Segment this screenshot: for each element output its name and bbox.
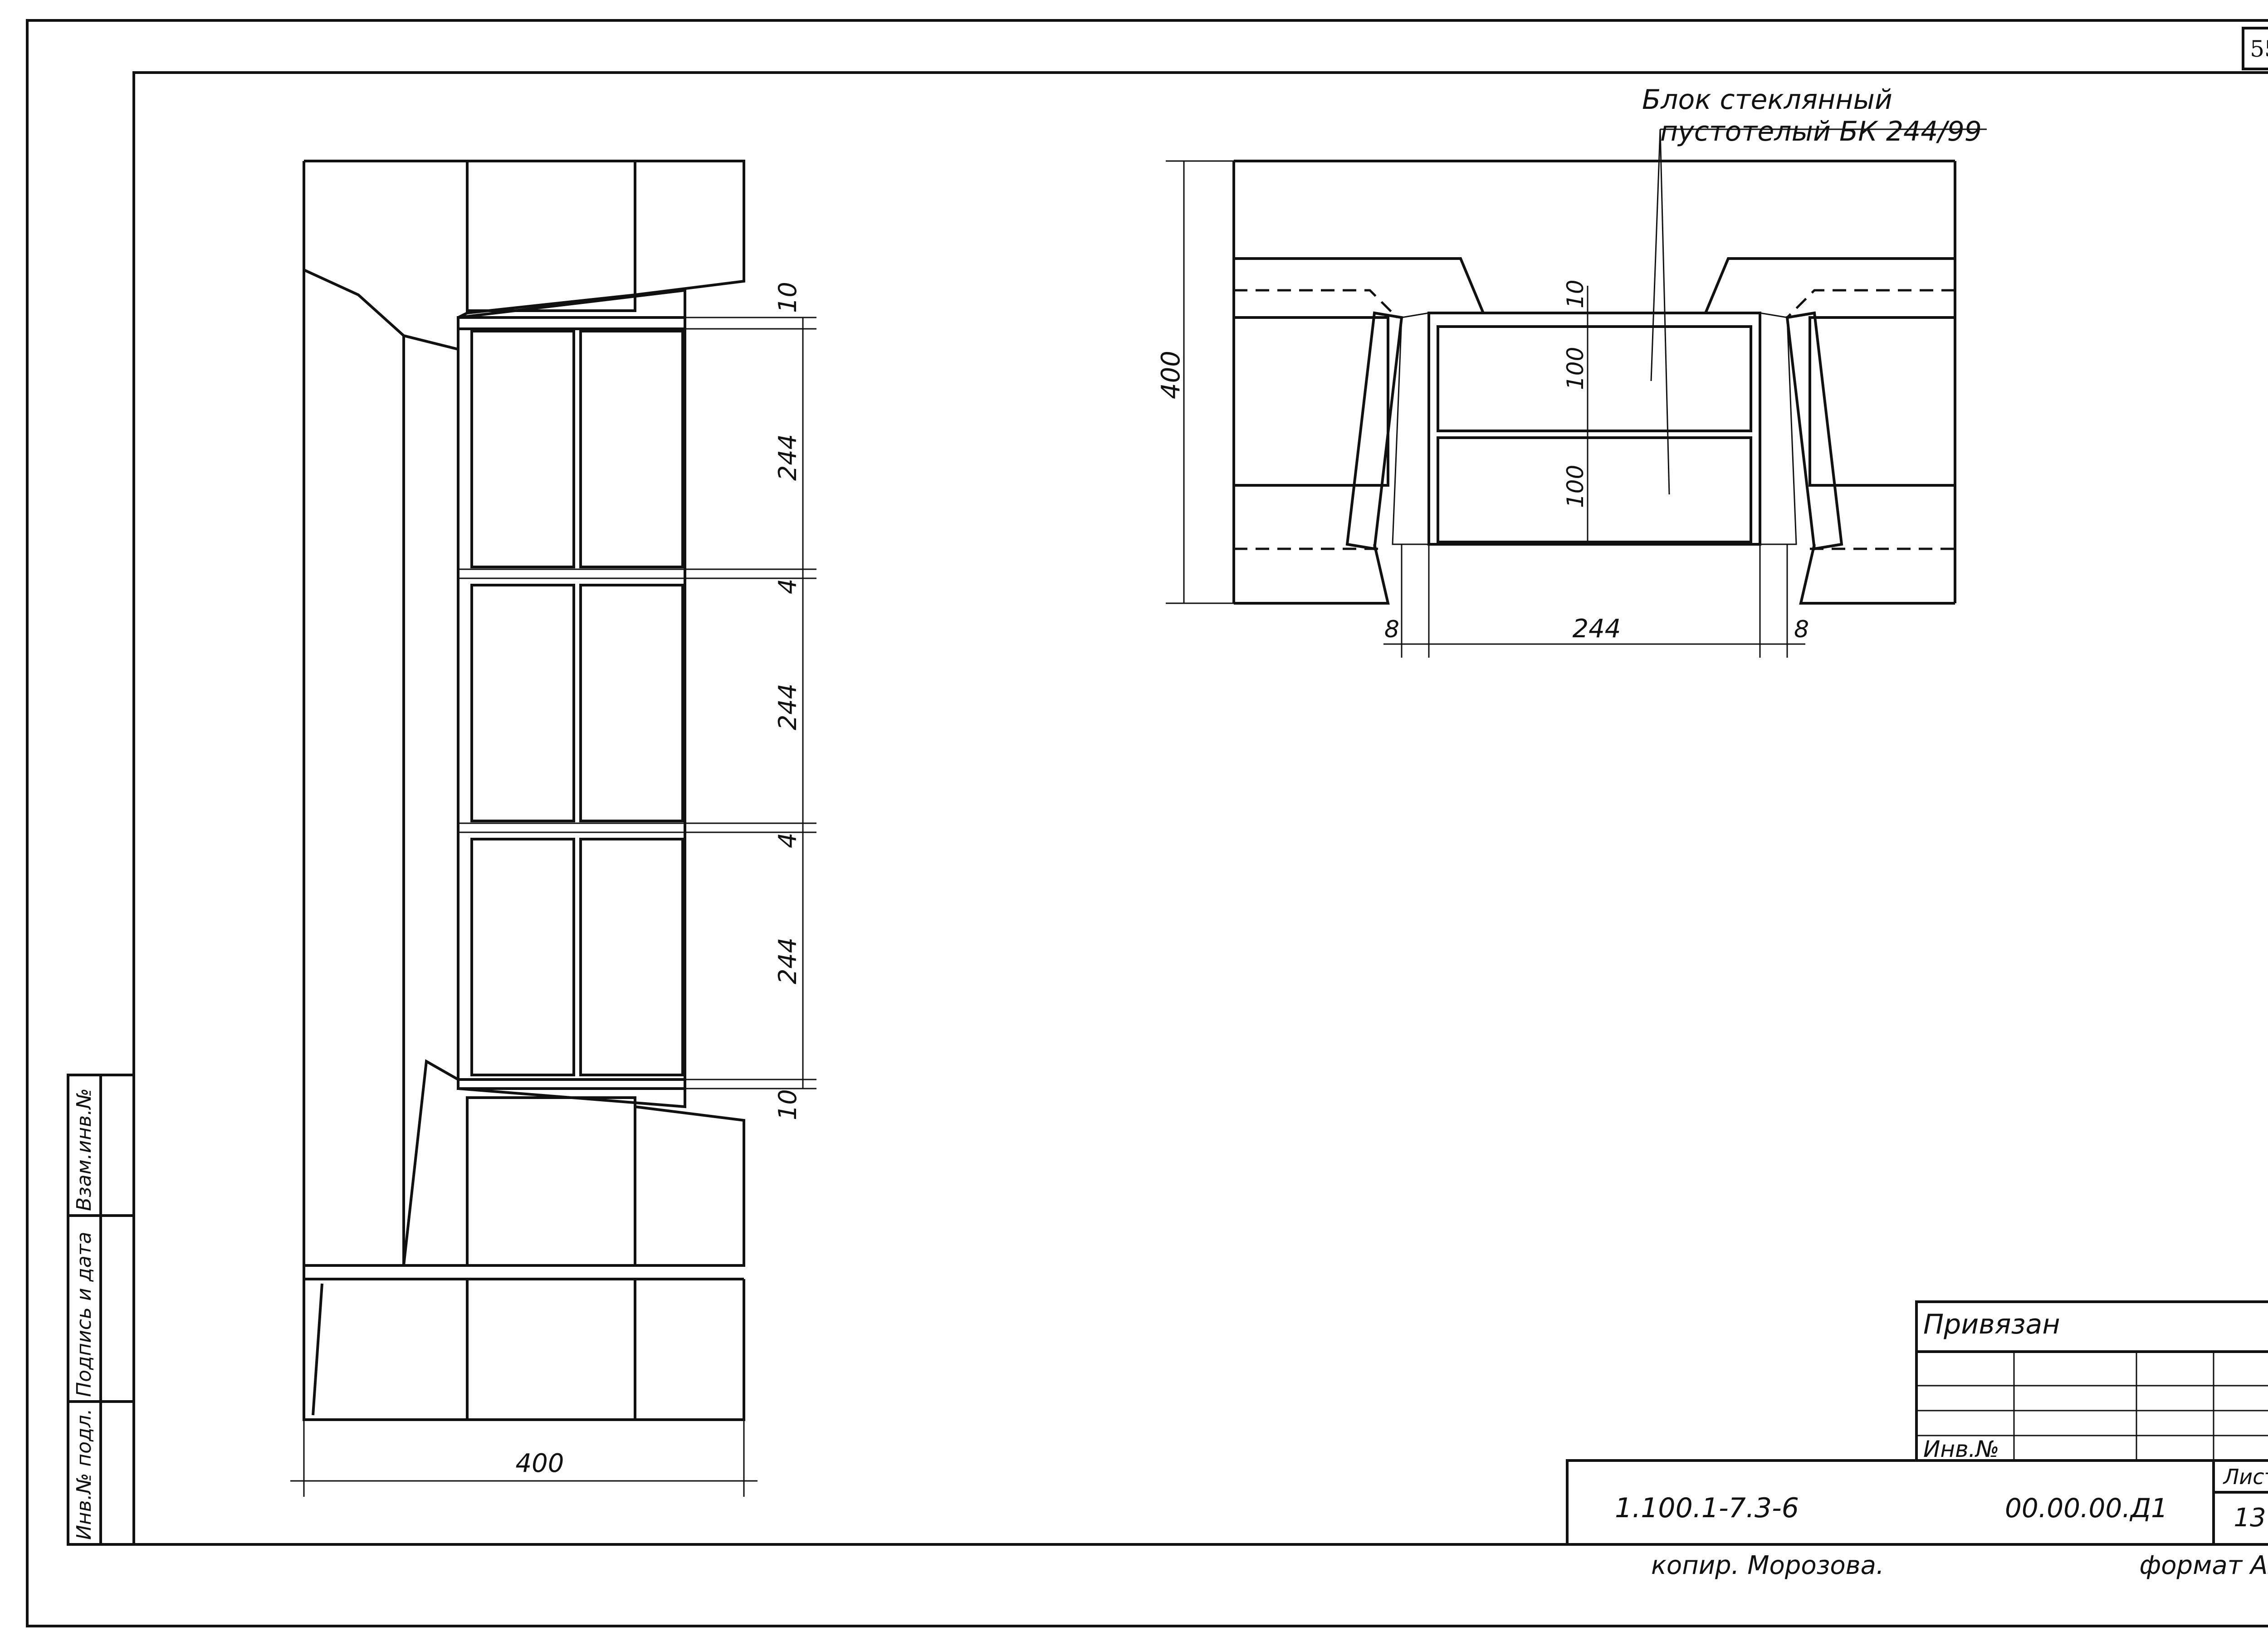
- inner-frame: [132, 71, 2268, 1546]
- plan-dim-mid2: 100: [1562, 465, 1589, 508]
- page-number-box: [2242, 27, 2268, 70]
- glass-block: [579, 330, 684, 568]
- copier-label: копир. Морозова.: [1651, 1551, 1884, 1580]
- glass-block-cell: [1437, 436, 1752, 543]
- doc-number: 00.00.00.Д1: [2005, 1493, 2168, 1524]
- list-label: Лист: [2223, 1465, 2268, 1489]
- format-label: формат А3: [2139, 1551, 2268, 1580]
- mortar-bottom: [457, 1078, 686, 1109]
- glass-block: [470, 838, 575, 1076]
- insulation-left: [1232, 316, 1389, 487]
- side-stamp: Инв.№ подл. Подпись и дата Взам.инв.№: [67, 1074, 135, 1546]
- plan-dim-mid1: 100: [1562, 347, 1589, 390]
- plan-dim-depth: 400: [1156, 351, 1186, 399]
- metal-strip-right: [1785, 311, 1843, 551]
- dim-width-400: 400: [516, 1449, 564, 1478]
- vertical-section: 10 244 4 244 4 244 10 400: [290, 160, 816, 1497]
- insulation-top: [466, 160, 636, 312]
- glass-block: [579, 838, 684, 1076]
- mortar-joint-2: [457, 822, 686, 833]
- plan-dim-top: 10: [1562, 279, 1589, 308]
- insulation-mid: [466, 1096, 636, 1267]
- dim-10-top: 10: [773, 282, 802, 313]
- insulation-right: [1809, 316, 1956, 487]
- dim-4-1: 4: [773, 579, 802, 594]
- glass-block-cell: [1437, 325, 1752, 432]
- outer-border: [26, 19, 2268, 1627]
- plan-dim-right: 8: [1794, 616, 1809, 643]
- callout-line1: Блок стеклянный: [1642, 84, 1892, 116]
- list-number: 13: [2234, 1503, 2266, 1533]
- plan-dim-left: 8: [1384, 616, 1399, 643]
- insulation-bottom: [466, 1278, 636, 1421]
- dim-10-bottom: 10: [773, 1089, 802, 1120]
- dim-4-2: 4: [773, 833, 802, 848]
- page-number: 55: [2250, 36, 2268, 62]
- inv-label: Инв.№: [1923, 1436, 1999, 1462]
- stamp-podpis: Подпись и дата: [73, 1232, 96, 1397]
- dim-244-2: 244: [773, 684, 802, 730]
- mortar-joint-1: [457, 568, 686, 579]
- glass-block: [470, 330, 575, 568]
- title-block: Привязан Инв.№ 1.100.1-7.3-6 00.00.00.Д1…: [1566, 1300, 2268, 1546]
- plan-section: Блок стеклянный пустотелый БК 244/99 400…: [1156, 84, 1987, 658]
- glass-block: [579, 584, 684, 822]
- stamp-vzam: Взам.инв.№: [73, 1088, 96, 1211]
- dim-244-3: 244: [773, 938, 802, 984]
- drawing-code: 1.100.1-7.3-6: [1615, 1492, 1799, 1524]
- callout-line2: пустотелый БК 244/99: [1660, 116, 1982, 147]
- plan-dim-width: 244: [1573, 614, 1621, 644]
- privyazan-label: Привязан: [1923, 1309, 2060, 1340]
- metal-strip-left: [1345, 311, 1403, 551]
- dim-244-1: 244: [773, 434, 802, 481]
- stamp-inv-podl: Инв.№ подл.: [73, 1408, 96, 1540]
- glass-block: [470, 584, 575, 822]
